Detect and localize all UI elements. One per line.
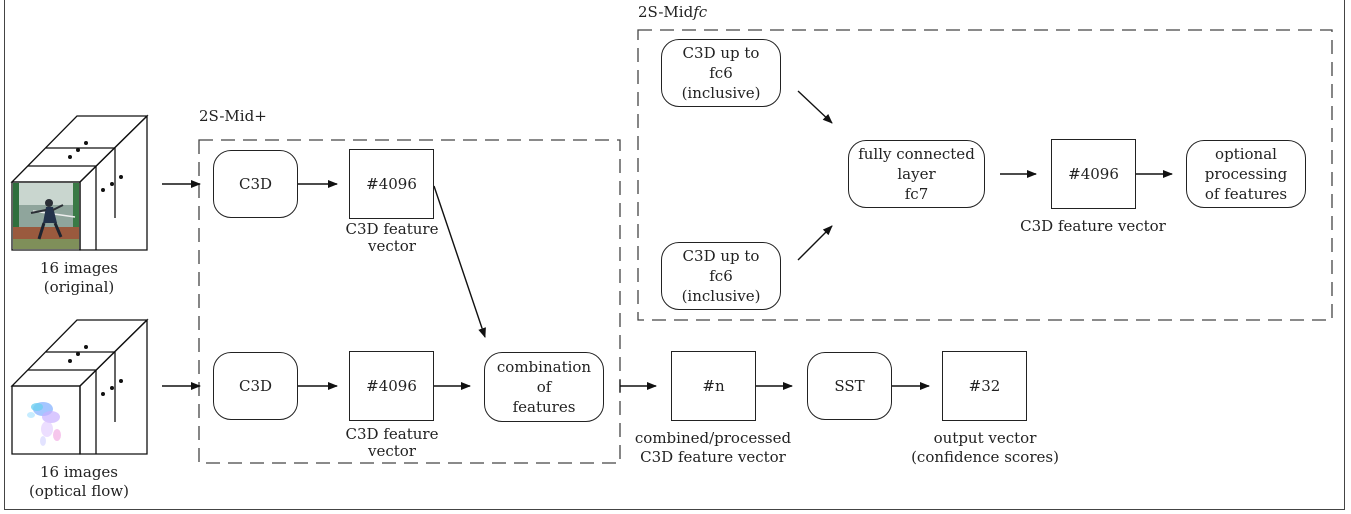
c3d-node-bottom: C3D (213, 352, 298, 420)
group-label-mid-fc-prefix: 2S-Mid (638, 3, 694, 21)
sst-node: SST (807, 352, 892, 420)
group-label-mid-plus: 2S-Mid+ (199, 107, 267, 125)
optical-flow-image (13, 387, 79, 453)
original-frame-image (13, 183, 79, 249)
c3d-up-to-fc6-top: C3D up to fc6 (inclusive) (661, 39, 781, 107)
feature-vector-fc: #4096 (1051, 139, 1136, 209)
output-vector: #32 (942, 351, 1027, 421)
diagram-frame (4, 0, 1345, 510)
group-label-mid-fc: 2S-Midfc (638, 3, 707, 21)
combined-vector-caption: combined/processed C3D feature vector (634, 429, 792, 466)
arrow-up-top-to-fc (797, 90, 833, 124)
cube-flow (10, 318, 149, 455)
arrow-feat-top-to-combination (433, 185, 486, 338)
group-box-mid-plus (198, 139, 621, 464)
flow-images-label: 16 images (optical flow) (29, 463, 129, 500)
combination-node: combination of features (484, 352, 604, 422)
feature-vector-fc-caption: C3D feature vector (1020, 217, 1166, 235)
cube-original (10, 114, 149, 251)
arrow-up-bottom-to-fc (797, 225, 833, 261)
feature-vector-top-caption: C3D feature vector (345, 220, 439, 255)
cube-dots (68, 141, 123, 396)
optional-processing-node: optional processing of features (1186, 140, 1306, 208)
c3d-node-top: C3D (213, 150, 298, 218)
feature-vector-bottom-caption: C3D feature vector (345, 425, 439, 460)
group-label-mid-fc-suffix: fc (693, 3, 708, 21)
feature-vector-bottom: #4096 (349, 351, 434, 421)
output-vector-caption: output vector (confidence scores) (911, 429, 1059, 466)
combined-vector: #n (671, 351, 756, 421)
original-images-label: 16 images (original) (40, 259, 118, 296)
c3d-up-to-fc6-bottom: C3D up to fc6 (inclusive) (661, 242, 781, 310)
feature-vector-top: #4096 (349, 149, 434, 219)
fully-connected-layer-node: fully connected layer fc7 (848, 140, 985, 208)
group-box-mid-fc (637, 29, 1333, 321)
